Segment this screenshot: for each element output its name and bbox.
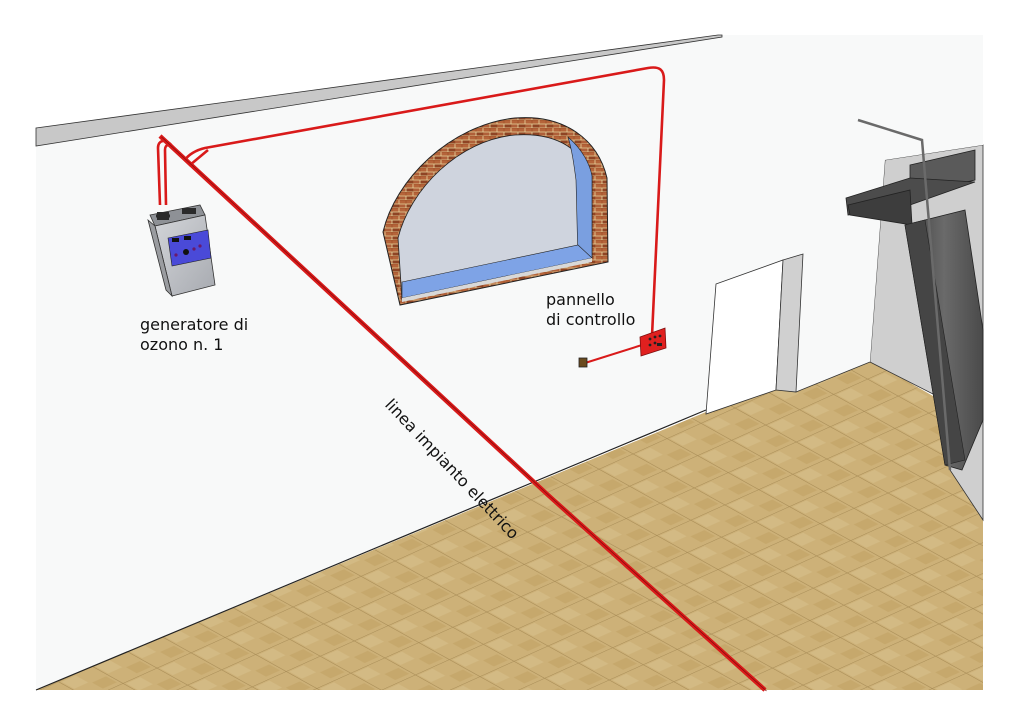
main-wall <box>36 35 983 690</box>
generator-label-line1: generatore di <box>140 315 249 334</box>
tiled-floor <box>36 360 983 690</box>
wall-switch <box>578 357 588 368</box>
control-panel-label: pannello di controllo <box>546 290 635 330</box>
control-panel-label-line1: pannello <box>546 290 615 309</box>
control-panel-label-line2: di controllo <box>546 310 636 329</box>
wall-top-edge <box>35 34 723 147</box>
chimney-hood <box>845 118 984 471</box>
generator-label-line2: ozono n. 1 <box>140 335 224 354</box>
electric-cable-upper <box>156 66 666 337</box>
doorway <box>705 253 871 415</box>
ozone-generator <box>147 204 216 298</box>
generator-label: generatore di ozono n. 1 <box>140 315 248 355</box>
control-panel-box <box>639 327 667 357</box>
arched-brick-window <box>382 117 609 306</box>
